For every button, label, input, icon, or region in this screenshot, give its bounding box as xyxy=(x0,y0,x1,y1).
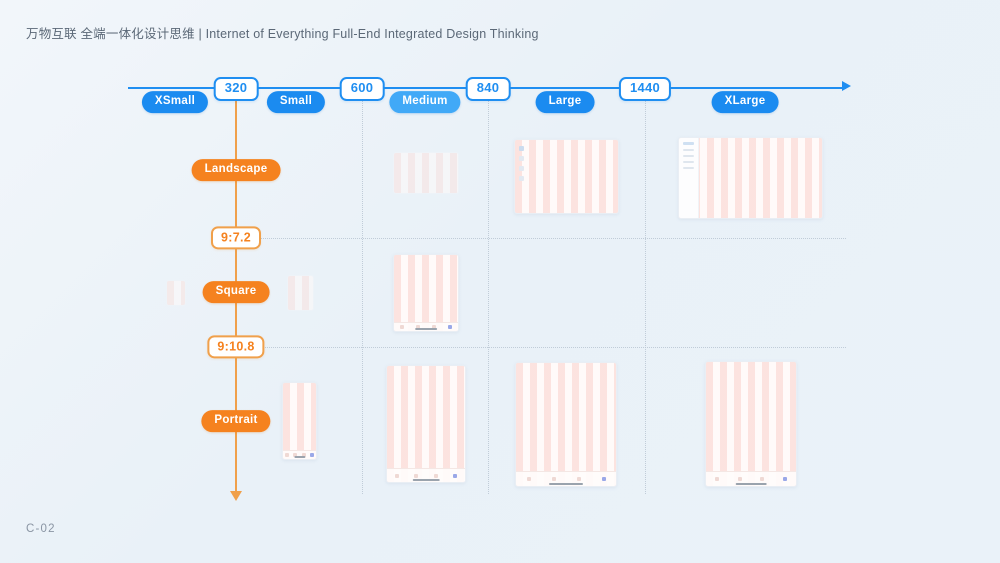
mockup-home-indicator xyxy=(549,483,583,485)
mockup-sidebar-item xyxy=(682,161,695,163)
mockup-sidebar-item xyxy=(682,149,695,151)
size-class-pill-large[interactable]: Large xyxy=(535,91,595,113)
device-mockup-xlarge-landscape xyxy=(678,137,823,219)
mockup-tab-icon xyxy=(737,477,742,482)
device-mockup-medium-portrait xyxy=(386,365,466,483)
mockup-tab-icon xyxy=(576,477,581,482)
orientation-pill-square[interactable]: Square xyxy=(202,281,270,303)
mockup-tab-icon xyxy=(760,477,765,482)
device-mockup-large-landscape xyxy=(514,139,619,214)
mockup-tab-icon xyxy=(400,324,404,329)
page-code: C-02 xyxy=(26,523,56,535)
mockup-tabbar xyxy=(283,449,316,459)
mockup-sidebar-item xyxy=(682,155,695,157)
device-mockup-large-portrait xyxy=(515,362,617,487)
mockup-tab-icon xyxy=(293,452,298,457)
mockup-rail-icon xyxy=(519,146,524,151)
grid-vline-2 xyxy=(645,96,646,494)
mockup-home-indicator xyxy=(412,479,440,481)
breakpoint-marker-600[interactable]: 600 xyxy=(339,77,385,101)
mockup-home-indicator xyxy=(735,483,767,485)
mockup-home-indicator xyxy=(293,456,306,458)
mockup-tabbar xyxy=(706,471,796,486)
mockup-tab-icon xyxy=(309,452,314,457)
size-class-pill-small[interactable]: Small xyxy=(266,91,326,113)
grid-hline-1 xyxy=(258,347,846,348)
mockup-rail-icon xyxy=(519,176,524,181)
mockup-tab-icon xyxy=(551,477,556,482)
orientation-pill-landscape[interactable]: Landscape xyxy=(191,159,281,181)
mockup-tabbar xyxy=(387,468,465,482)
mockup-sidebar-item xyxy=(682,142,695,145)
mockup-nav-rail xyxy=(517,146,526,186)
breakpoint-marker-1440[interactable]: 1440 xyxy=(618,77,672,101)
mockup-tab-icon xyxy=(782,477,787,482)
mockup-tab-icon xyxy=(526,477,531,482)
breakpoint-marker-320[interactable]: 320 xyxy=(213,77,259,101)
size-class-pill-medium[interactable]: Medium xyxy=(389,91,461,113)
mockup-tab-icon xyxy=(432,324,436,329)
mockup-home-indicator xyxy=(415,328,437,330)
device-mockup-xlarge-portrait xyxy=(705,361,797,487)
aspect-ratio-pill-9-10-8[interactable]: 9:10.8 xyxy=(207,335,265,359)
grid-hline-0 xyxy=(258,238,846,239)
mockup-sidebar-item xyxy=(682,167,695,169)
mockup-tab-icon xyxy=(453,473,458,478)
mockup-tab-icon xyxy=(715,477,720,482)
device-mockup-medium-square xyxy=(393,254,459,332)
device-mockup-small-square xyxy=(287,275,314,311)
mockup-rail-icon xyxy=(519,156,524,161)
size-class-pill-xlarge[interactable]: XLarge xyxy=(711,91,779,113)
orientation-axis-arrow-icon xyxy=(230,491,242,501)
mockup-sidebar xyxy=(679,138,699,218)
device-mockup-small-portrait xyxy=(282,382,317,460)
mockup-tab-icon xyxy=(433,473,438,478)
mockup-tab-icon xyxy=(416,324,420,329)
breakpoint-axis-arrow-icon xyxy=(842,81,851,91)
device-mockup-xsmall-square xyxy=(166,280,186,306)
mockup-rail-icon xyxy=(519,166,524,171)
size-class-pill-xsmall[interactable]: XSmall xyxy=(141,91,209,113)
mockup-tabbar xyxy=(516,471,616,486)
mockup-tab-icon xyxy=(285,452,290,457)
mockup-tabbar xyxy=(394,321,458,331)
orientation-pill-portrait[interactable]: Portrait xyxy=(201,410,271,432)
mockup-tab-icon xyxy=(394,473,399,478)
device-mockup-medium-landscape xyxy=(393,152,459,194)
mockup-tab-icon xyxy=(601,477,606,482)
page-title: 万物互联 全端一体化设计思维 | Internet of Everything … xyxy=(26,27,539,41)
mockup-tab-icon xyxy=(414,473,419,478)
grid-vline-1 xyxy=(488,96,489,494)
breakpoint-marker-840[interactable]: 840 xyxy=(465,77,511,101)
aspect-ratio-pill-9-7-2[interactable]: 9:7.2 xyxy=(211,226,261,250)
mockup-tab-icon xyxy=(448,324,452,329)
mockup-tab-icon xyxy=(301,452,306,457)
grid-vline-0 xyxy=(362,96,363,494)
